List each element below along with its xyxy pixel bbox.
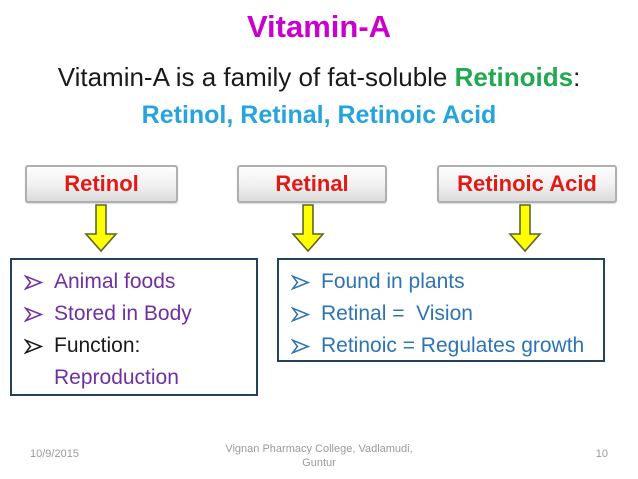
retinoid-types-line: Retinol, Retinal, Retinoic Acid	[141, 101, 497, 129]
footer-institution-line2: Guntur	[302, 457, 336, 469]
list-item: Animal foods	[24, 267, 250, 299]
footer-page-number: 10	[595, 448, 608, 460]
subtitle-highlight: Retinoids	[454, 62, 574, 92]
list-item: Stored in Body	[24, 299, 250, 331]
arrowhead-bullet-icon	[291, 299, 321, 323]
list-item-text: Animal foods	[54, 270, 176, 293]
slide-title: Vitamin-A	[246, 9, 392, 44]
retinal-retinoic-details-box: Found in plants Retinal = Vision Retinoi…	[277, 258, 605, 362]
arrowhead-bullet-icon	[24, 299, 54, 323]
slide-footer: 10/9/2015 Vignan Pharmacy College, Vadla…	[0, 438, 638, 474]
retinoic-acid-box: Retinoic Acid	[437, 165, 617, 203]
bullet-spacer	[24, 363, 54, 370]
list-item: Retinoic = Regulates growth	[291, 331, 597, 363]
list-item: Retinal = Vision	[291, 299, 597, 331]
arrowhead-bullet-icon	[291, 267, 321, 291]
subtitle-suffix: :	[573, 62, 581, 92]
down-arrow-icon	[291, 204, 325, 253]
retinoic-acid-box-label: Retinoic Acid	[457, 171, 597, 196]
list-item-text: Stored in Body	[54, 302, 192, 325]
list-item: Reproduction	[24, 363, 250, 395]
retinal-box-label: Retinal	[275, 171, 349, 196]
list-item-text: Retinoic = Regulates growth	[321, 334, 585, 357]
subtitle-prefix: Vitamin-A is a family of fat-soluble	[57, 62, 455, 92]
arrowhead-bullet-icon	[24, 267, 54, 291]
down-arrow-icon	[508, 204, 542, 253]
subtitle-line: Vitamin-A is a family of fat-soluble Ret…	[0, 62, 638, 93]
retinol-details-box: Animal foods Stored in Body Function: Re…	[10, 258, 258, 396]
arrowhead-bullet-icon	[291, 331, 321, 355]
list-item-text: Function:	[54, 334, 141, 357]
arrowhead-bullet-icon	[24, 331, 54, 355]
retinol-box: Retinol	[25, 165, 178, 203]
list-item: Found in plants	[291, 267, 597, 299]
footer-institution: Vignan Pharmacy College, Vadlamudi, Gunt…	[169, 442, 469, 470]
list-item-text: Found in plants	[321, 270, 465, 293]
footer-date: 10/9/2015	[30, 448, 79, 460]
retinol-box-label: Retinol	[64, 171, 139, 196]
list-item-text: Retinal = Vision	[321, 302, 473, 325]
footer-institution-line1: Vignan Pharmacy College, Vadlamudi,	[225, 443, 413, 455]
list-item: Function:	[24, 331, 250, 363]
down-arrow-icon	[84, 204, 118, 253]
retinal-box: Retinal	[237, 165, 387, 203]
list-item-text: Reproduction	[54, 366, 179, 389]
